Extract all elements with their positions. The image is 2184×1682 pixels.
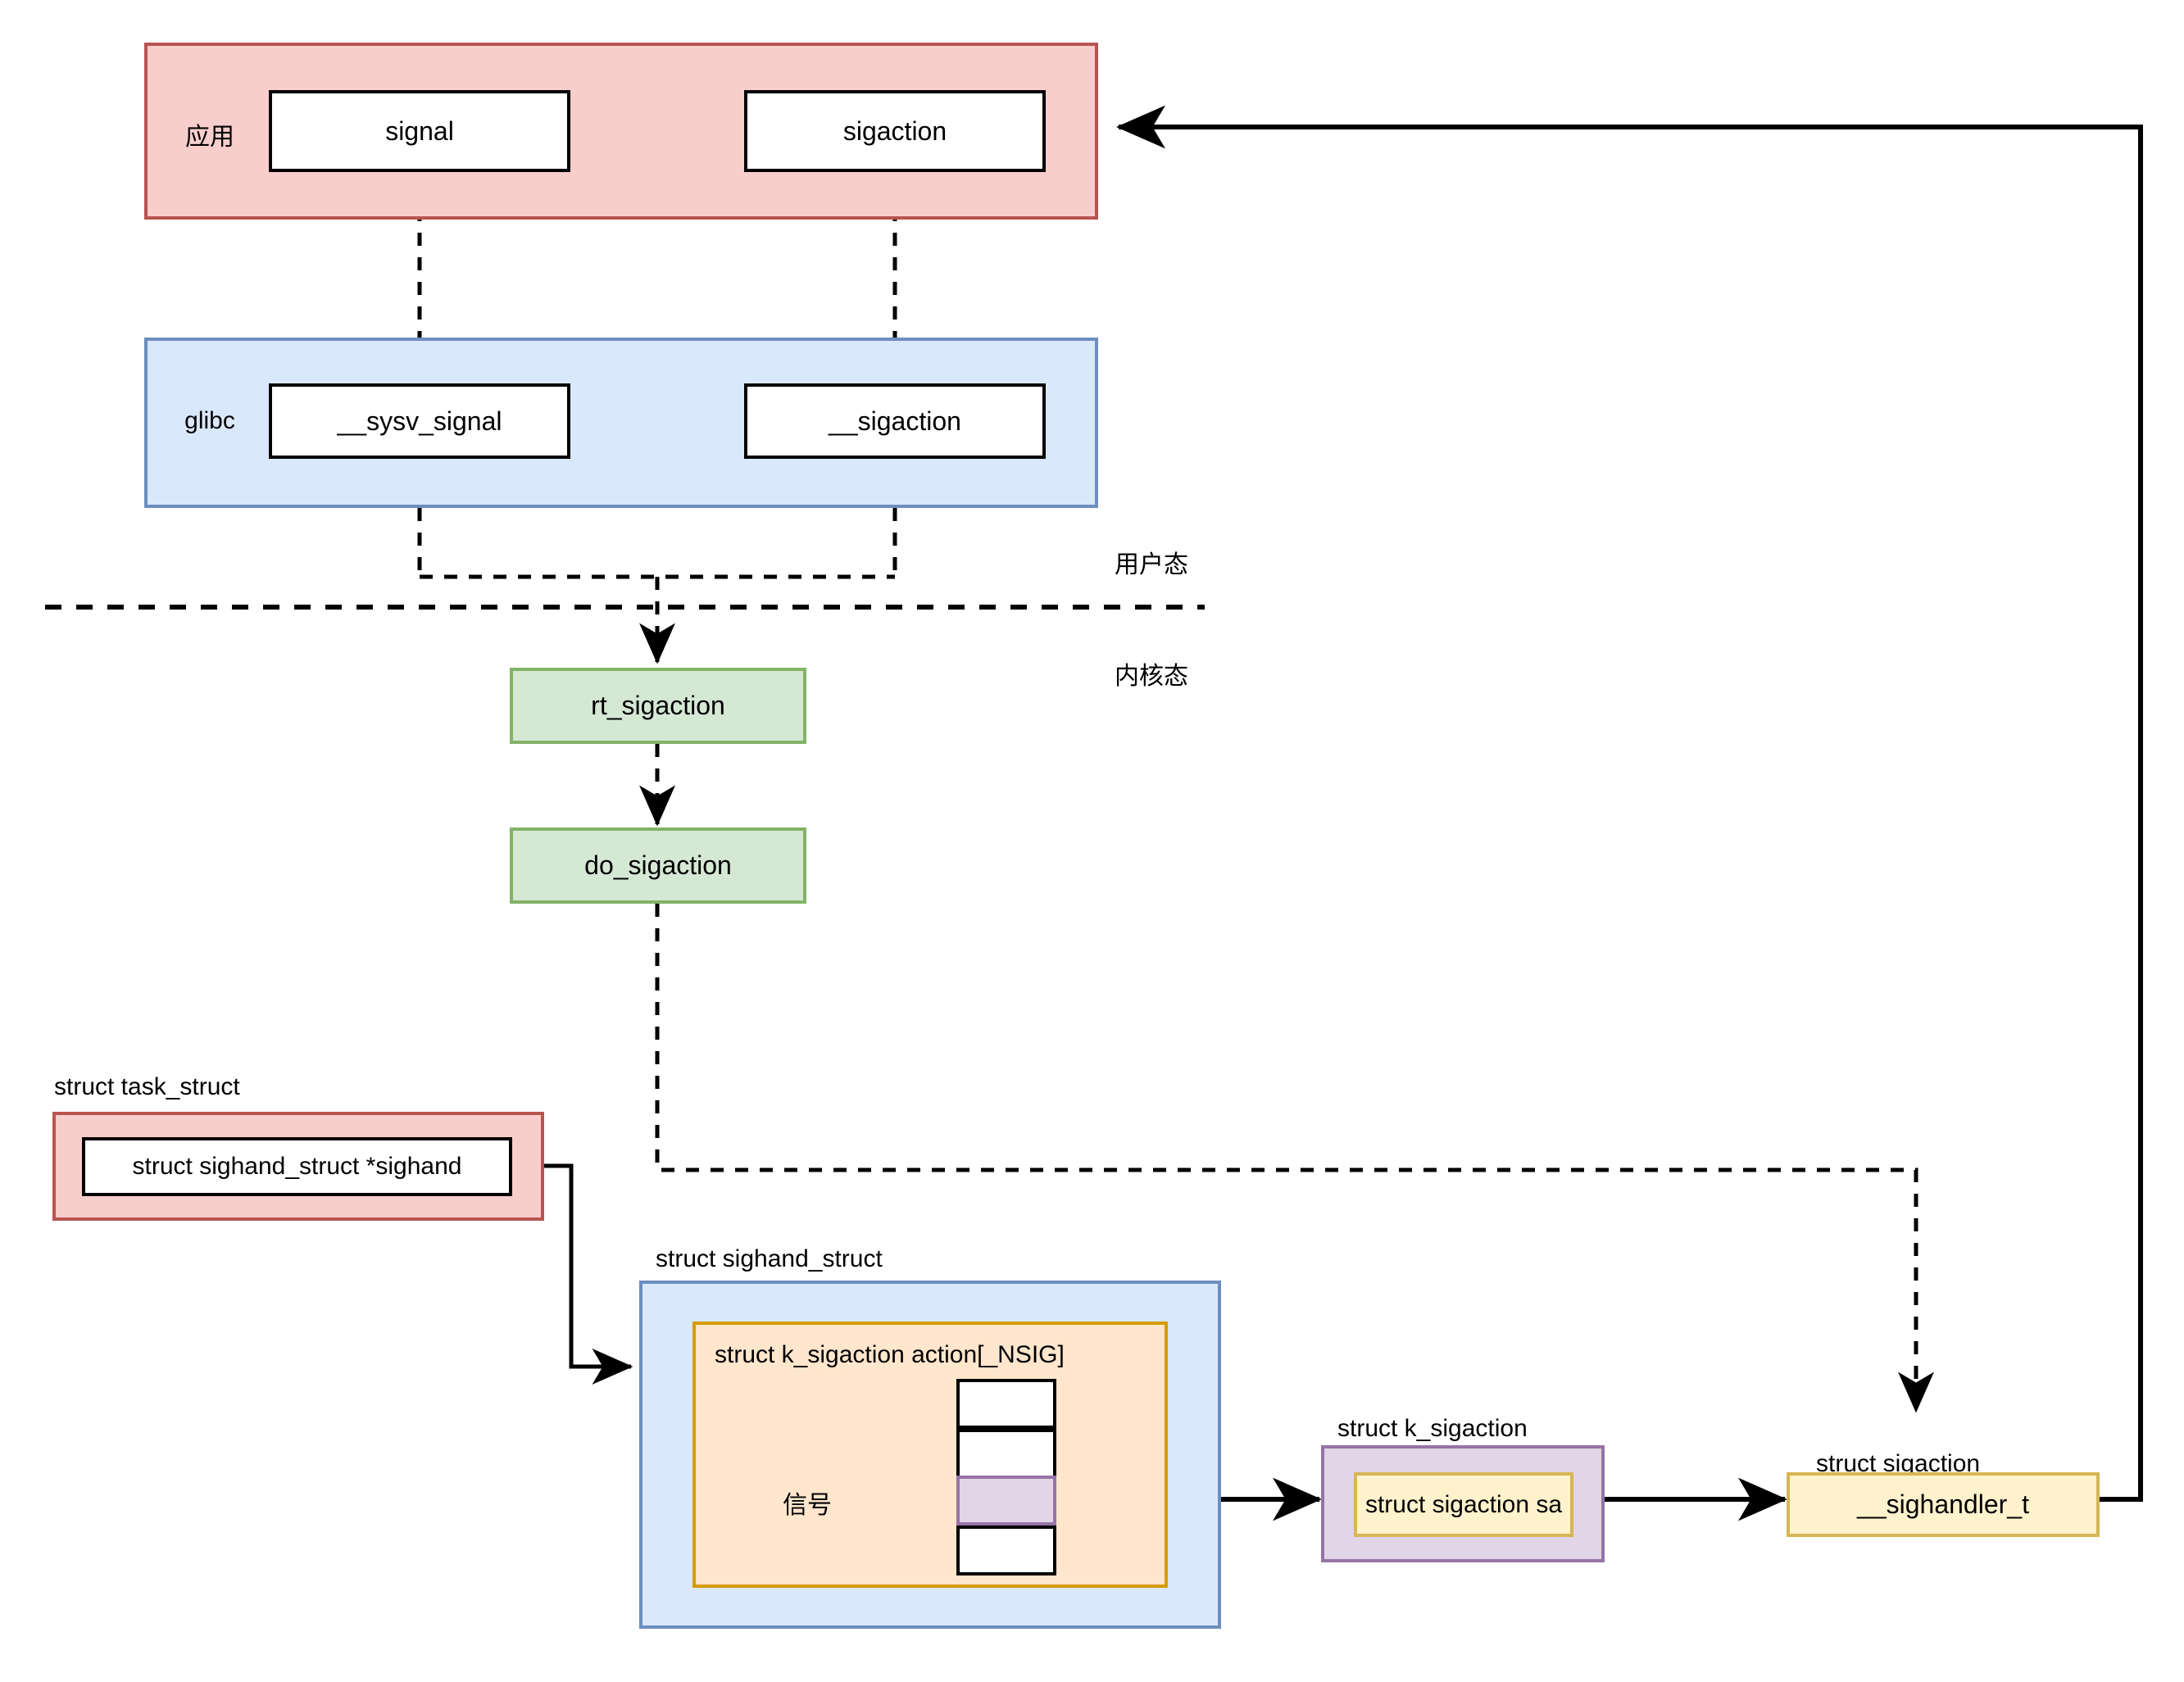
array-cell-1[interactable] xyxy=(956,1429,1056,1479)
node-rt-sigaction-label: rt_sigaction xyxy=(591,691,725,720)
field-sighand[interactable]: struct sighand_struct *sighand xyxy=(82,1137,512,1196)
node-__sigaction[interactable]: __sigaction xyxy=(744,383,1046,459)
field-sighand-label: struct sighand_struct *sighand xyxy=(132,1153,462,1180)
signal-input-label: 信号 xyxy=(783,1492,832,1519)
struct-sigaction-handler[interactable]: __sighandler_t xyxy=(1787,1472,2100,1537)
node-signal-label: signal xyxy=(385,116,454,146)
node-sigaction-label: sigaction xyxy=(842,116,947,146)
task-struct-caption: struct task_struct xyxy=(54,1073,240,1100)
array-cell-3[interactable] xyxy=(956,1526,1056,1575)
kernel-mode-label: 内核态 xyxy=(1115,663,1188,690)
user-mode-label: 用户态 xyxy=(1115,551,1188,578)
array-cell-2-selected[interactable] xyxy=(956,1476,1056,1526)
layer-application-label: 应用 xyxy=(185,124,234,151)
layer-glibc-label: glibc xyxy=(184,407,235,434)
field-sighandler-t-label: __sighandler_t xyxy=(1857,1489,2029,1519)
array-cell-0[interactable] xyxy=(956,1379,1056,1429)
edge-sighandler-to-app xyxy=(1116,105,2143,1502)
array-k-sigaction-action-label: struct k_sigaction action[_NSIG] xyxy=(715,1341,1065,1368)
sighand-struct-caption: struct sighand_struct xyxy=(656,1245,883,1272)
field-sigaction-sa-label: struct sigaction sa xyxy=(1364,1490,1563,1518)
node-signal[interactable]: signal xyxy=(269,90,570,172)
node-do-sigaction[interactable]: do_sigaction xyxy=(510,827,806,904)
node-sysv-signal[interactable]: __sysv_signal xyxy=(269,383,570,459)
array-k-sigaction-action xyxy=(692,1322,1168,1588)
k-sigaction-caption: struct k_sigaction xyxy=(1337,1415,1528,1442)
node-sysv-signal-label: __sysv_signal xyxy=(337,406,502,436)
node-__sigaction-label: __sigaction xyxy=(829,406,961,436)
node-do-sigaction-label: do_sigaction xyxy=(584,850,732,880)
node-sigaction[interactable]: sigaction xyxy=(744,90,1046,172)
field-sigaction-sa[interactable]: struct sigaction sa xyxy=(1354,1472,1573,1537)
node-rt-sigaction[interactable]: rt_sigaction xyxy=(510,668,806,744)
